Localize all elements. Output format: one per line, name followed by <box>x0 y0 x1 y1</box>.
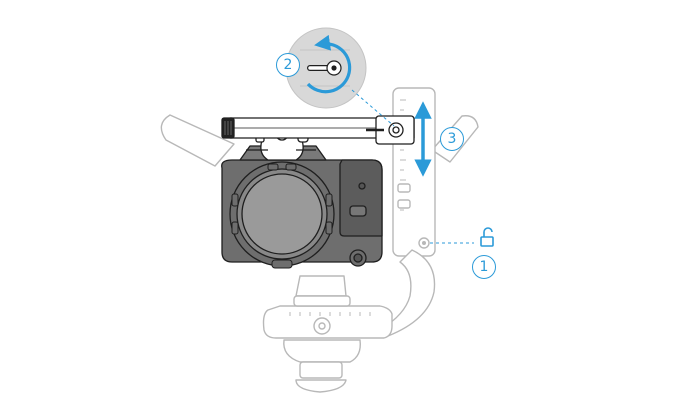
counterclockwise-arrow-icon <box>306 34 352 94</box>
zoom-detail <box>285 27 367 109</box>
left-roll-arm <box>160 114 235 167</box>
leader-lines <box>351 89 474 244</box>
callout-2: 2 <box>276 53 300 77</box>
padlock-open-icon <box>480 227 494 247</box>
callout-1: 1 <box>472 255 496 279</box>
vertical-arm <box>392 87 436 257</box>
camera-mount-rail <box>221 115 415 145</box>
pan-motor <box>283 339 361 363</box>
lens-glass <box>241 173 323 255</box>
camera-grip <box>339 159 383 237</box>
camera <box>221 125 383 269</box>
callout-3: 3 <box>440 127 464 151</box>
